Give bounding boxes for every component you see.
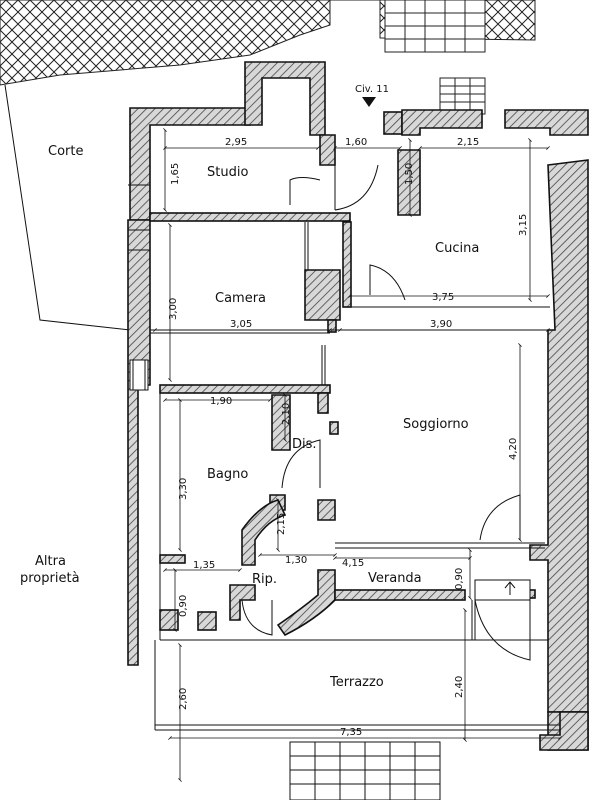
room-label-bagno: Bagno <box>207 467 248 482</box>
dim-studio-width: 2,95 <box>225 137 247 148</box>
entrance-label: Civ. 11 <box>355 84 389 95</box>
walls <box>127 61 589 751</box>
dim-kitchen-width: 3,75 <box>432 292 454 303</box>
dim-terrace-width: 7,35 <box>340 727 362 738</box>
dim-rip-width: 1,30 <box>285 555 307 566</box>
dimension-lines <box>153 128 562 782</box>
room-label-proprieta: proprietà <box>20 571 80 586</box>
dim-rip-height: 2,15 <box>276 513 287 535</box>
dimension-labels: 2,95 1,60 2,15 1,65 1,50 3,15 3,75 3,00 … <box>168 137 529 738</box>
room-label-altra: Altra <box>35 554 66 569</box>
dim-veranda-width: 4,15 <box>342 558 364 569</box>
room-outlines <box>128 184 560 731</box>
dim-living-height: 4,20 <box>508 438 519 460</box>
dim-terrace-height-1: 2,60 <box>178 688 189 710</box>
dim-living-width: 3,90 <box>430 319 452 330</box>
doors <box>241 164 531 661</box>
courtyard-boundary <box>4 84 131 331</box>
room-label-corte: Corte <box>48 144 83 159</box>
room-label-studio: Studio <box>207 165 248 180</box>
dim-camera-width: 3,05 <box>230 319 252 330</box>
dim-bath-width: 1,90 <box>210 396 232 407</box>
stairs-top <box>384 0 486 115</box>
dim-kitchen-step-height: 1,50 <box>404 163 415 185</box>
dim-bath-height: 3,30 <box>178 478 189 500</box>
dim-terrace-height-2: 2,40 <box>454 676 465 698</box>
room-label-veranda: Veranda <box>368 571 422 586</box>
room-label-cucina: Cucina <box>435 241 479 256</box>
stairs-bottom <box>289 741 441 800</box>
dim-entry-width: 1,60 <box>345 137 367 148</box>
dim-kitchen-top-width: 2,15 <box>457 137 479 148</box>
dim-veranda-height: 0,90 <box>454 568 465 590</box>
room-label-rip: Rip. <box>252 572 277 587</box>
dim-bath-low-width: 1,35 <box>193 560 215 571</box>
room-label-camera: Camera <box>215 291 266 306</box>
entrance-arrow-icon <box>362 97 376 107</box>
dim-studio-height: 1,65 <box>170 163 181 185</box>
dim-kitchen-height: 3,15 <box>518 214 529 236</box>
room-label-soggiorno: Soggiorno <box>403 417 469 432</box>
room-label-dis: Dis. <box>292 437 317 452</box>
room-labels: Corte Studio Cucina Camera Soggiorno Dis… <box>20 144 479 690</box>
dim-bath-low-height: 0,90 <box>178 595 189 617</box>
dim-dis-height: 2,10 <box>281 403 292 425</box>
dim-camera-height: 3,00 <box>168 298 179 320</box>
room-label-terrazzo: Terrazzo <box>329 675 384 690</box>
